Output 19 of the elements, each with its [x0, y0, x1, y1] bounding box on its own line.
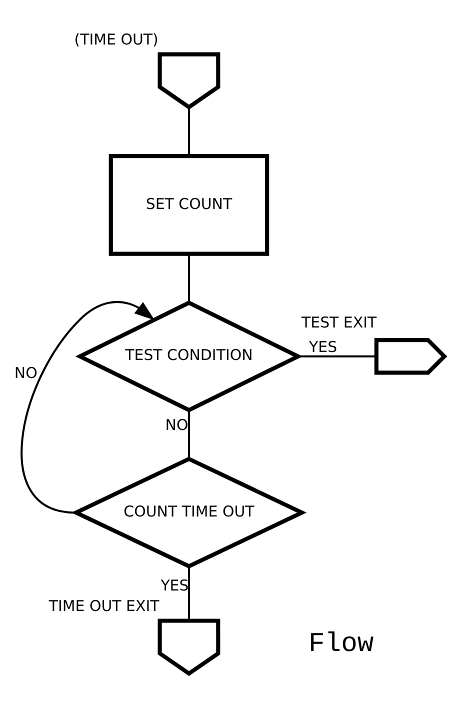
node-pentagon — [374, 338, 448, 375]
connector — [188, 410, 190, 459]
arrow — [20, 301, 155, 514]
node-box: SET COUNT — [108, 154, 270, 256]
connector — [188, 566, 190, 620]
node-diamond: COUNT TIME OUT — [71, 456, 307, 569]
edge-label: NO — [165, 416, 188, 434]
node-pentagon — [158, 52, 220, 110]
label: Flow — [308, 629, 374, 660]
edge-label: NO — [14, 364, 38, 382]
node-label: TEST EXIT — [302, 314, 377, 332]
edge-label: YES — [309, 338, 338, 356]
connector — [298, 355, 376, 358]
node-pentagon — [158, 618, 220, 676]
connector — [188, 254, 190, 303]
node-label: TIME OUT EXIT — [48, 596, 160, 615]
connector — [188, 108, 190, 156]
edge-label: YES — [160, 576, 189, 594]
node-label: (TIME OUT) — [74, 30, 158, 48]
